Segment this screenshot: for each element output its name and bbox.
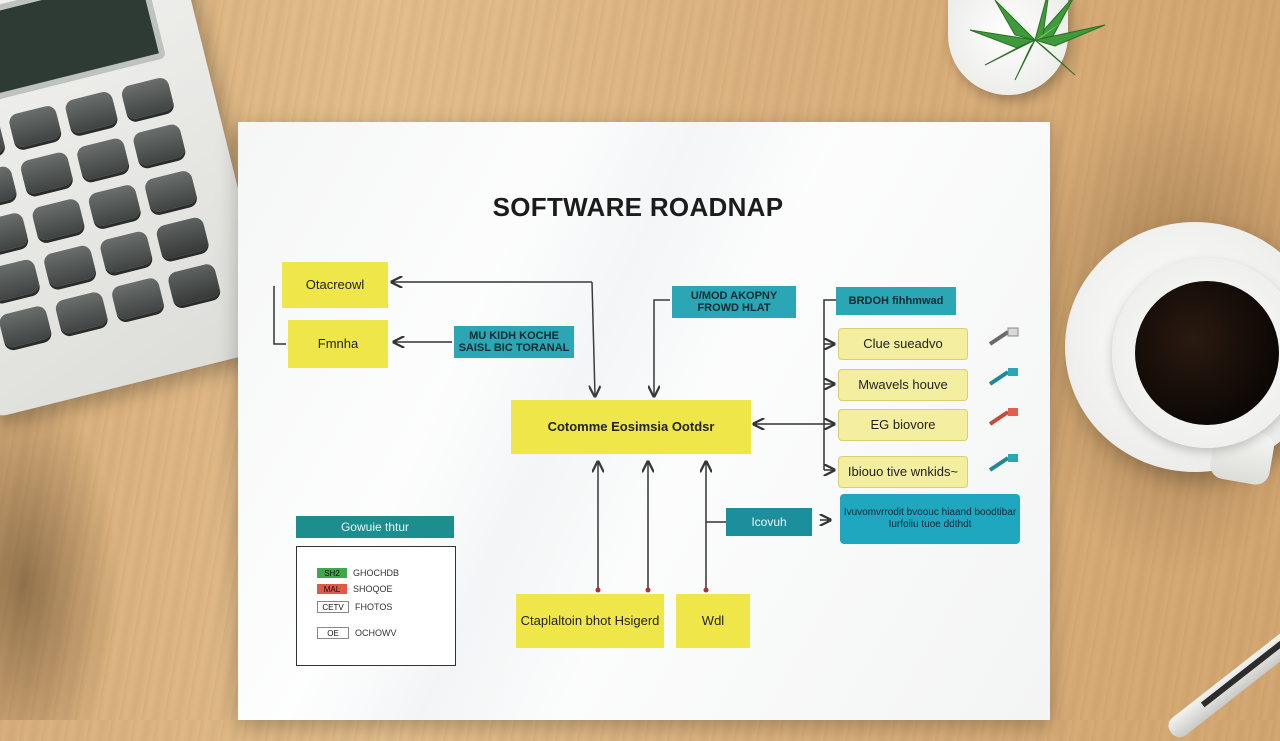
bottom-box-1: Ctaplaltoin bhot Hsigerd xyxy=(516,594,664,648)
legend-chip: CETV xyxy=(317,601,349,613)
legend-header: Gowuie thtur xyxy=(296,516,454,538)
left-box-2: Fmnha xyxy=(288,320,388,368)
info-box: Ivuvomvrrodit bvoouc hiaand boodtibar Iu… xyxy=(840,494,1020,544)
coffee xyxy=(1135,281,1279,425)
legend-row: OE OCHOWV xyxy=(317,627,397,639)
legend-text: OCHOWV xyxy=(355,628,397,638)
legend-row: SH2 GHOCHDB xyxy=(317,567,399,579)
legend-chip: OE xyxy=(317,627,349,639)
legend-text: SHOQOE xyxy=(353,584,393,594)
right-item-1: Clue sueadvo xyxy=(838,328,968,360)
legend-chip: MAL xyxy=(317,584,347,594)
connector-lines xyxy=(273,0,836,593)
right-item-2: Mwavels houve xyxy=(838,369,968,401)
succulent-plant xyxy=(969,0,1106,81)
legend-row: MAL SHOQOE xyxy=(317,583,393,595)
page-title: SOFTWARE ROADNAP xyxy=(492,192,784,222)
legend-text: GHOCHDB xyxy=(353,568,400,578)
mid-tag-1: MU KIDH KOCHE SAISL BIC TORANAL xyxy=(454,326,574,358)
icovuh-tag: Icovuh xyxy=(726,508,812,536)
bottom-box-2: Wdl xyxy=(676,594,750,648)
legend-text: FHOTOS xyxy=(355,602,393,612)
right-item-4: Ibiouo tive wnkids~ xyxy=(838,456,968,488)
wrench-icon xyxy=(988,327,1019,346)
pen-icon xyxy=(988,454,1018,472)
center-box: Cotomme Eosimsia Ootdsr xyxy=(511,400,751,454)
mid-tag-2: U/MOD AKOPNY FROWD HLAT xyxy=(672,286,796,318)
right-header: BRDOH fihhmwad xyxy=(836,287,956,315)
legend-row: CETV FHOTOS xyxy=(317,601,392,613)
left-box-1: Otacreowl xyxy=(282,262,388,308)
legend-box: SH2 GHOCHDB MAL SHOQOE CETV FHOTOS OE OC… xyxy=(296,546,456,666)
brush-icon xyxy=(988,368,1018,386)
plant-shadow xyxy=(0,380,120,720)
right-item-3: EG biovore xyxy=(838,409,968,441)
legend-chip: SH2 xyxy=(317,568,347,578)
marker-icon xyxy=(988,408,1018,426)
